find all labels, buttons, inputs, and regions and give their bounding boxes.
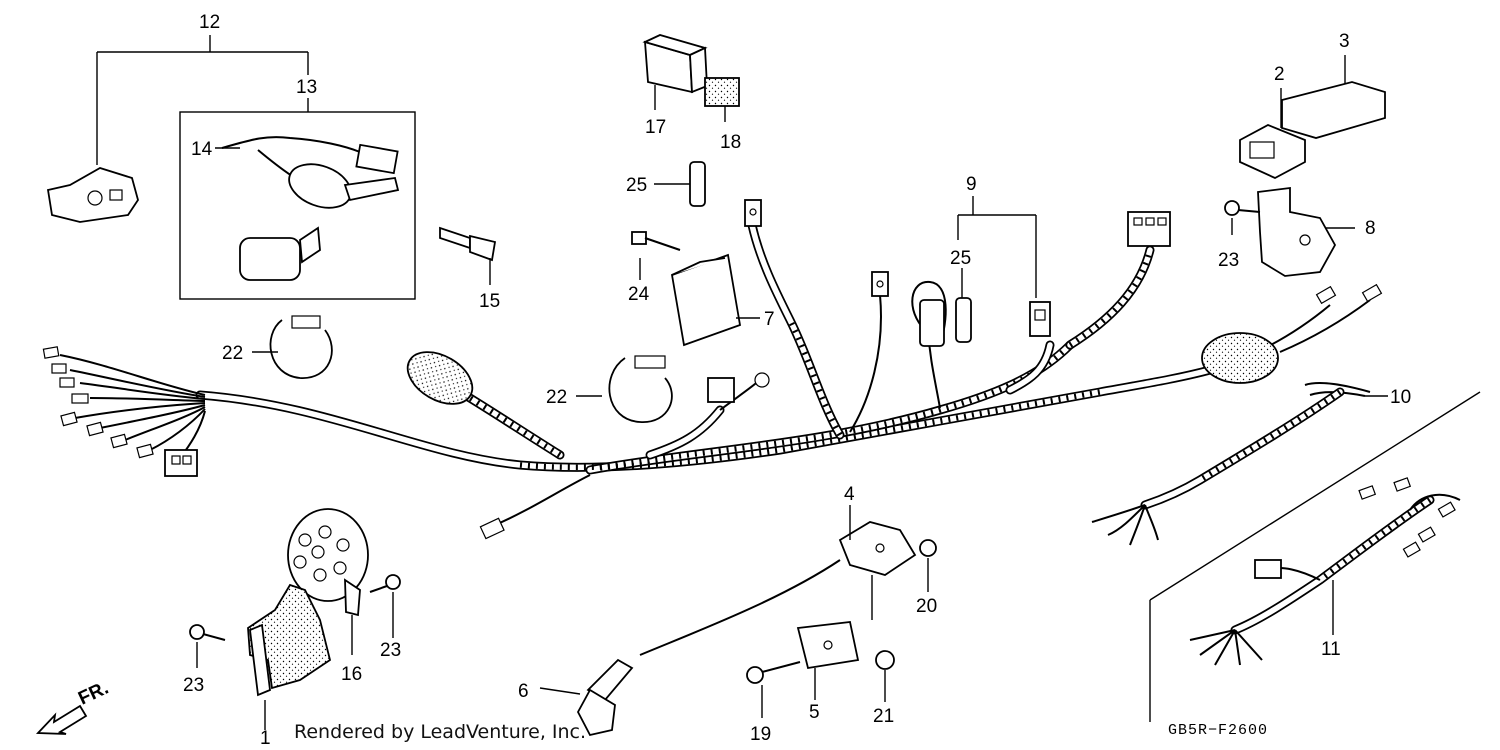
callout-1: 1 bbox=[260, 728, 271, 749]
fuse-holder-group-part-9 bbox=[957, 196, 1037, 298]
callout-10: 10 bbox=[1390, 387, 1411, 408]
callout-5: 5 bbox=[809, 702, 820, 723]
ignition-switch-part-14[interactable] bbox=[221, 136, 400, 281]
bolt-part-23-mid[interactable] bbox=[369, 574, 401, 638]
spark-plug-cap-part-6[interactable] bbox=[539, 559, 841, 737]
callout-18: 18 bbox=[720, 132, 741, 153]
sub-harness-part-11[interactable] bbox=[1149, 391, 1481, 722]
callout-19: 19 bbox=[750, 724, 771, 745]
relay-socket-part-18[interactable] bbox=[704, 77, 740, 122]
callout-23-top: 23 bbox=[1218, 250, 1239, 271]
callout-16: 16 bbox=[341, 664, 362, 685]
cover-part-3[interactable] bbox=[1281, 55, 1386, 139]
callout-6: 6 bbox=[518, 681, 529, 702]
harness-band-part-22-right[interactable] bbox=[576, 355, 673, 423]
horn-part-16[interactable] bbox=[287, 508, 369, 655]
front-direction-arrow bbox=[35, 704, 88, 735]
callout-21: 21 bbox=[873, 706, 894, 727]
direction-label: FR. bbox=[75, 678, 112, 710]
callout-7: 7 bbox=[764, 309, 775, 330]
credit-text: Rendered by LeadVenture, Inc. bbox=[294, 721, 586, 743]
flasher-relay-part-7[interactable] bbox=[670, 253, 760, 347]
relay-part-17[interactable] bbox=[642, 34, 708, 110]
callout-25-middle: 25 bbox=[950, 248, 971, 269]
sub-harness-part-10[interactable] bbox=[1091, 382, 1388, 546]
callout-4: 4 bbox=[844, 484, 855, 505]
callout-9: 9 bbox=[966, 174, 977, 195]
callout-22-right: 22 bbox=[546, 387, 567, 408]
callout-3: 3 bbox=[1339, 31, 1350, 52]
callout-17: 17 bbox=[645, 117, 666, 138]
stop-switch-part-4[interactable] bbox=[838, 505, 917, 620]
callout-23-left: 23 bbox=[183, 675, 204, 696]
callout-20: 20 bbox=[916, 596, 937, 617]
bolt-part-23-top[interactable] bbox=[1224, 200, 1261, 235]
nut-part-21[interactable] bbox=[875, 650, 895, 702]
bolt-part-19[interactable] bbox=[746, 661, 801, 718]
switch-bracket-part-5[interactable] bbox=[796, 621, 860, 700]
ignition-switch-assembly-group bbox=[96, 35, 416, 300]
diagram-code: GB5R−F2600 bbox=[1168, 722, 1268, 739]
bracket-part-8[interactable] bbox=[1257, 186, 1355, 277]
callout-25-top: 25 bbox=[626, 175, 647, 196]
nut-part-20[interactable] bbox=[919, 539, 937, 592]
harness-band-part-22-left[interactable] bbox=[252, 315, 333, 379]
bolt-part-24[interactable] bbox=[631, 231, 681, 280]
callout-2: 2 bbox=[1274, 64, 1285, 85]
callout-13: 13 bbox=[296, 77, 317, 98]
horn-bracket-part-1[interactable] bbox=[247, 583, 332, 730]
callout-8: 8 bbox=[1365, 218, 1376, 239]
callout-24: 24 bbox=[628, 284, 650, 305]
callout-23-mid: 23 bbox=[380, 640, 401, 661]
key-part-15[interactable] bbox=[439, 226, 497, 262]
callout-22-left: 22 bbox=[222, 343, 243, 364]
callout-15: 15 bbox=[479, 291, 500, 312]
relay-holder-part-2[interactable] bbox=[1239, 88, 1306, 180]
fuse-part-25-middle[interactable] bbox=[955, 297, 972, 343]
fuse-part-25-top[interactable] bbox=[654, 161, 706, 207]
callout-12: 12 bbox=[199, 12, 220, 33]
callout-11: 11 bbox=[1321, 639, 1341, 660]
callout-14: 14 bbox=[191, 139, 213, 160]
main-wire-harness[interactable] bbox=[42, 199, 1383, 540]
bolt-part-23-left[interactable] bbox=[189, 624, 226, 668]
leader-lines bbox=[215, 147, 491, 285]
switch-bracket-part-12[interactable] bbox=[46, 167, 139, 223]
